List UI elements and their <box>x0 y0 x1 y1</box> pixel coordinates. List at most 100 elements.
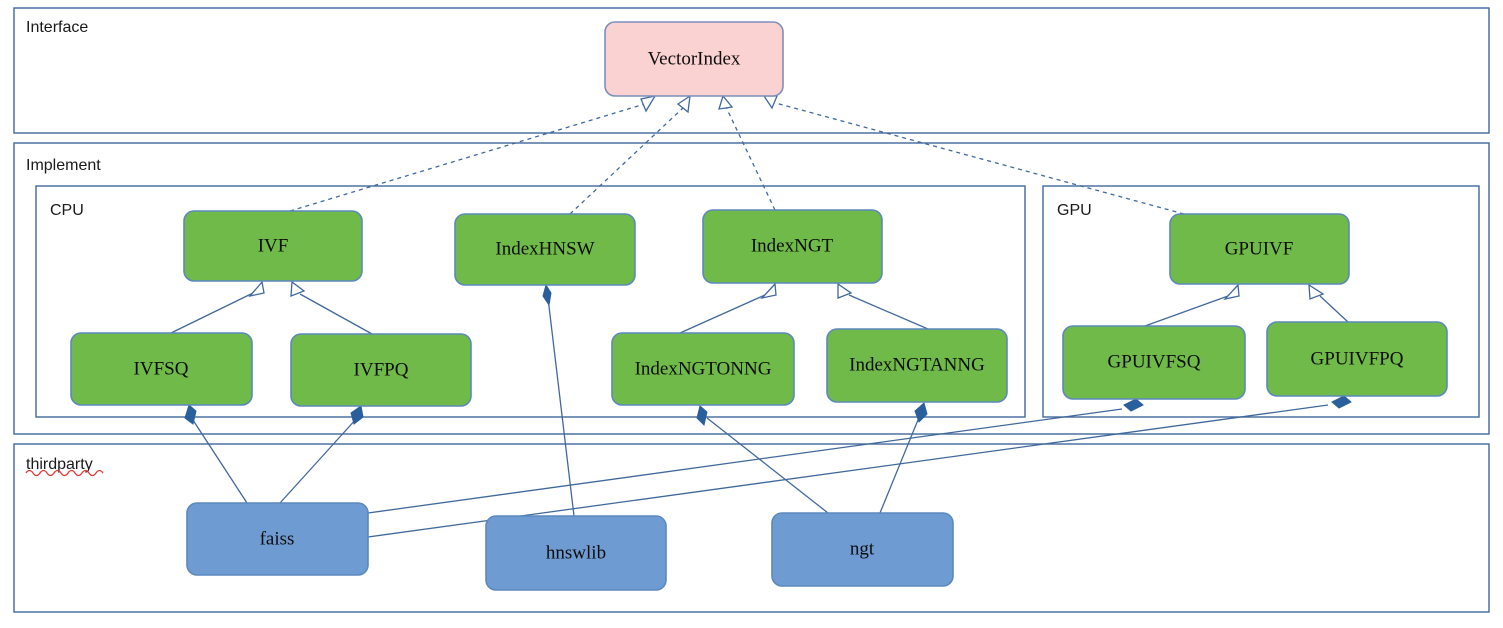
edges-composition <box>184 283 1352 538</box>
node-indexngtonng-rect[interactable] <box>611 332 795 406</box>
edge-ivf-to-vectorindex <box>289 95 657 212</box>
edge-line <box>279 417 358 504</box>
node-indexhnsw-rect[interactable] <box>454 213 636 286</box>
edge-line <box>1144 295 1229 327</box>
node-gpuivf[interactable]: GPUIVF <box>1169 213 1350 285</box>
group-interface-label: Interface <box>26 19 88 36</box>
inheritance-arrow-icon <box>1223 283 1240 301</box>
edge-faiss-to-ivfsq <box>184 404 248 504</box>
inheritance-arrow-icon <box>676 94 691 114</box>
composition-diamond-icon <box>1123 398 1144 412</box>
node-ivfsq[interactable]: IVFSQ <box>70 332 253 406</box>
inheritance-arrow-icon <box>248 280 265 298</box>
node-ivfpq-rect[interactable] <box>290 333 472 407</box>
edge-line <box>190 416 248 504</box>
node-indexhnsw-label: IndexHNSW <box>495 238 594 259</box>
node-gpuivfpq[interactable]: GPUIVFPQ <box>1266 321 1448 397</box>
node-gpuivf-label: GPUIVF <box>1225 238 1294 259</box>
node-gpuivfpq-rect[interactable] <box>1266 321 1448 397</box>
edge-line <box>569 106 685 215</box>
node-hnswlib-rect[interactable] <box>485 515 667 591</box>
group-gpu-label: GPU <box>1057 202 1092 219</box>
edge-line <box>289 102 649 212</box>
edge-line <box>299 293 373 335</box>
node-ivf[interactable]: IVF <box>183 210 363 282</box>
node-ngt-rect[interactable] <box>771 512 954 587</box>
node-gpuivfpq-label: GPUIVFPQ <box>1311 348 1404 369</box>
node-faiss-rect[interactable] <box>186 502 369 576</box>
spellcheck-squiggle-icon <box>25 469 104 477</box>
composition-diamond-icon <box>542 283 552 307</box>
node-ivf-rect[interactable] <box>183 210 363 282</box>
node-faiss-label: faiss <box>260 528 295 549</box>
edge-indexhnsw-to-vectorindex <box>569 94 691 215</box>
edge-faiss-to-gpuivfpq <box>367 395 1352 538</box>
node-indexngt-label: IndexNGT <box>751 235 834 256</box>
node-indexhnsw[interactable]: IndexHNSW <box>454 213 636 286</box>
inheritance-arrow-icon <box>718 94 734 110</box>
edge-line <box>771 101 1185 215</box>
group-thirdparty-label: thirdparty <box>26 456 93 473</box>
node-indexngtanng-rect[interactable] <box>826 328 1008 403</box>
composition-diamond-icon <box>350 405 364 425</box>
node-ivfsq-label: IVFSQ <box>134 358 189 379</box>
composition-diamond-icon <box>914 402 928 423</box>
edge-line <box>848 294 929 330</box>
node-ivfsq-rect[interactable] <box>70 332 253 406</box>
node-indexngtanng[interactable]: IndexNGTANNG <box>826 328 1008 403</box>
node-indexngtonng-label: IndexNGTONNG <box>635 358 772 379</box>
node-ngt-label: ngt <box>850 538 875 559</box>
node-vectorindex-rect[interactable] <box>604 21 784 97</box>
inheritance-arrow-icon <box>290 280 306 297</box>
node-gpuivfsq-rect[interactable] <box>1062 325 1246 400</box>
edge-line <box>547 297 575 517</box>
inheritance-arrow-icon <box>1308 283 1325 300</box>
node-hnswlib-label: hnswlib <box>546 542 606 563</box>
composition-diamond-icon <box>1331 395 1352 409</box>
node-gpuivfsq-label: GPUIVFSQ <box>1108 351 1201 372</box>
node-indexngt-rect[interactable] <box>702 209 883 284</box>
edge-ngt-to-indexngtonng <box>696 405 829 514</box>
edges-inheritance-local <box>170 280 1349 335</box>
inheritance-arrow-icon <box>760 282 777 300</box>
edge-ivfsq-to-ivf <box>170 280 265 334</box>
group-implement-label: Implement <box>26 157 101 174</box>
composition-diamond-icon <box>184 404 197 425</box>
node-ivfpq-label: IVFPQ <box>354 359 409 380</box>
edge-hnswlib-to-indexhnsw <box>542 283 575 517</box>
edge-line <box>367 404 1329 538</box>
node-indexngt[interactable]: IndexNGT <box>702 209 883 284</box>
edge-line <box>679 294 766 334</box>
edge-line <box>1319 295 1349 323</box>
node-hnswlib[interactable]: hnswlib <box>485 515 667 591</box>
nodes: VectorIndex IVF IndexHNSW IndexNGT GPUIV… <box>70 21 1448 591</box>
node-faiss[interactable]: faiss <box>186 502 369 576</box>
node-vectorindex-label: VectorIndex <box>648 48 741 69</box>
node-vectorindex[interactable]: VectorIndex <box>604 21 784 97</box>
node-gpuivfsq[interactable]: GPUIVFSQ <box>1062 325 1246 400</box>
node-indexngtonng[interactable]: IndexNGTONNG <box>611 332 795 406</box>
edge-line <box>725 106 776 211</box>
edge-indexngt-to-vectorindex <box>718 94 776 211</box>
edge-line <box>706 417 829 514</box>
node-gpuivf-rect[interactable] <box>1169 213 1350 285</box>
node-indexngtanng-label: IndexNGTANNG <box>849 354 985 375</box>
edge-gpuivfsq-to-gpuivf <box>1144 283 1240 327</box>
node-ivfpq[interactable]: IVFPQ <box>290 333 472 407</box>
node-ivf-label: IVF <box>258 235 289 256</box>
node-ngt[interactable]: ngt <box>771 512 954 587</box>
composition-diamond-icon <box>696 405 708 426</box>
edges-inheritance-to-vectorindex <box>289 94 1185 215</box>
edge-ivfpq-to-ivf <box>290 280 373 335</box>
group-cpu-label: CPU <box>50 202 84 219</box>
edge-indexngtonng-to-indexngt <box>679 282 777 334</box>
edge-gpuivfpq-to-gpuivf <box>1308 283 1349 323</box>
edge-line <box>170 292 254 334</box>
edge-ngt-to-indexngtanng <box>879 402 928 514</box>
inheritance-arrow-icon <box>640 95 657 113</box>
edge-line <box>879 414 921 514</box>
edge-indexngtanng-to-indexngt <box>837 282 929 330</box>
edge-line <box>367 408 1123 514</box>
